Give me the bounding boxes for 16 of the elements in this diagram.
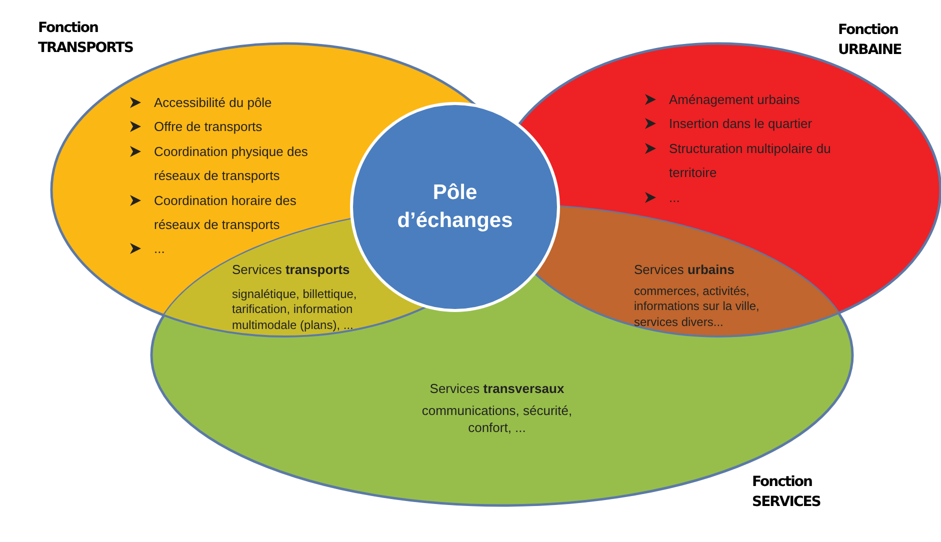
bullet-item: Aménagement urbains bbox=[669, 91, 801, 109]
section-text: communications, sécurité, confort, ... bbox=[420, 403, 574, 436]
bullet-item: Offre de transports bbox=[154, 118, 264, 136]
region-title: Services transports bbox=[232, 262, 351, 279]
bullet-item: Accessibilité du pôle bbox=[154, 94, 273, 112]
bullet-item: ... bbox=[669, 188, 681, 207]
region-text: commerces, activités, informations sur la ville, services divers... bbox=[634, 284, 760, 330]
bullet-item: Structuration multipolaire du territoire bbox=[669, 140, 832, 182]
section-title: Services transversaux bbox=[428, 381, 566, 398]
bullet-item: ... bbox=[154, 240, 166, 258]
bullet-item: Insertion dans le quartier bbox=[669, 115, 814, 134]
bullet-item: Coordination horaire des réseaux de transports bbox=[154, 192, 298, 234]
region-title: Services urbains bbox=[634, 262, 736, 279]
center-title: Pôle d’échanges bbox=[396, 180, 514, 234]
region-text: signalétique, billettique, tarification, information multimodale (plans), ... bbox=[232, 287, 358, 334]
bullet-item: Coordination physique des réseaux de transports bbox=[154, 142, 309, 186]
